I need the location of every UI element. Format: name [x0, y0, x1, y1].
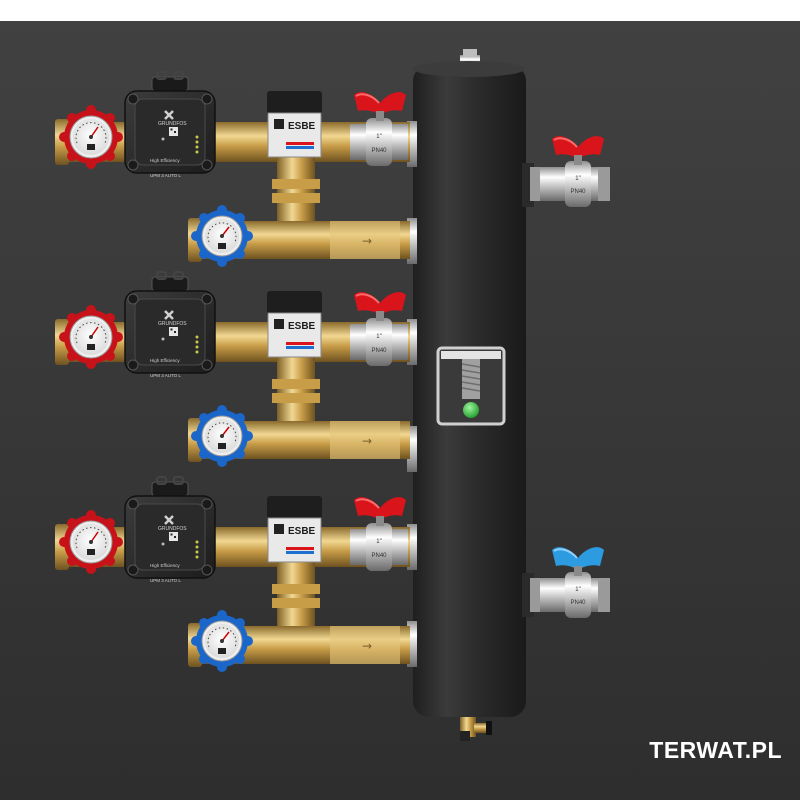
ball-valve-right-upper: 1" PN40: [530, 135, 610, 207]
esbe-brand-label-2: ESBE: [288, 321, 316, 332]
pump-efficiency-label-1: High Efficiency: [150, 158, 180, 163]
svg-text:PN40: PN40: [570, 600, 586, 606]
svg-text:PN40: PN40: [371, 148, 387, 154]
pump-labels: GRUNDFOS High Efficiency UPM 3 AUTO L GR…: [150, 121, 187, 583]
pump-model-label-1: UPM 3 AUTO L: [150, 173, 181, 178]
pump-brand-label-3: GRUNDFOS: [158, 526, 187, 532]
esbe-brand-label-3: ESBE: [288, 526, 316, 537]
pump-brand-label-1: GRUNDFOS: [158, 121, 187, 127]
svg-text:1": 1": [376, 334, 381, 340]
svg-text:→: →: [362, 434, 372, 448]
watermark-logo: TERWAT.PL: [649, 737, 782, 763]
pump-efficiency-label-2: High Efficiency: [150, 358, 180, 363]
esbe-brand-label-1: ESBE: [288, 121, 316, 132]
esbe-labels: ESBE ESBE ESBE: [288, 121, 316, 537]
pump-model-label-3: UPM 3 AUTO L: [150, 578, 181, 583]
pump-efficiency-label-3: High Efficiency: [150, 563, 180, 568]
svg-text:1": 1": [376, 134, 381, 140]
svg-text:PN40: PN40: [371, 348, 387, 354]
svg-text:1": 1": [376, 539, 381, 545]
ball-valve-right-lower: 1" PN40: [530, 546, 610, 618]
status-led-icon: [463, 402, 479, 418]
svg-text:1": 1": [575, 176, 580, 182]
pump-group-3: → 1" PN40: [55, 476, 410, 673]
hydraulic-separator: [407, 49, 534, 741]
svg-text:PN40: PN40: [570, 189, 586, 195]
svg-text:→: →: [362, 234, 372, 248]
svg-text:→: →: [362, 639, 372, 653]
svg-text:PN40: PN40: [371, 553, 387, 559]
svg-text:1": 1": [575, 587, 580, 593]
hydraulic-separator-manifold: 1" PN40 1" PN40 →: [0, 21, 800, 800]
pump-group-2: → 1" PN40: [55, 271, 410, 468]
pump-brand-label-2: GRUNDFOS: [158, 321, 187, 327]
pump-group-1: → 1" PN40: [55, 71, 410, 268]
pump-model-label-2: UPM 3 AUTO L: [150, 373, 181, 378]
